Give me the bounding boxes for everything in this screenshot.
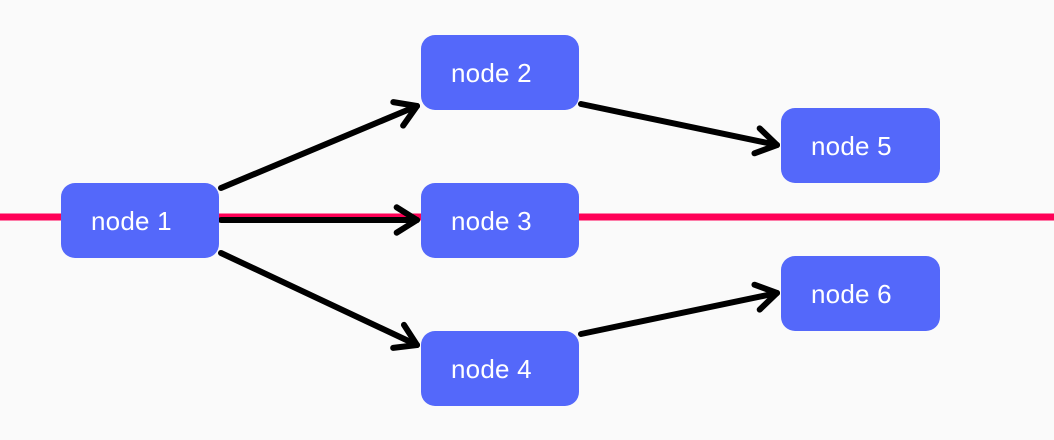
edge-shaft	[578, 290, 780, 337]
node-label: node 3	[451, 205, 532, 236]
arrowhead-icon	[756, 125, 780, 148]
node-label: node 6	[811, 278, 892, 309]
arrowhead-icon	[751, 142, 780, 157]
arrowhead-icon	[390, 342, 420, 351]
graph-node-node1[interactable]: node 1	[61, 183, 219, 258]
graph-node-node5[interactable]: node 5	[781, 108, 940, 183]
graph-node-node2[interactable]: node 2	[421, 35, 579, 110]
graph-node-node6[interactable]: node 6	[781, 256, 940, 331]
graph-node-node4[interactable]: node 4	[421, 331, 579, 406]
edge-node1-to-node4[interactable]	[218, 250, 420, 351]
edge-shaft	[218, 250, 420, 348]
arrowhead-icon	[400, 103, 420, 129]
node-label: node 1	[91, 205, 172, 236]
edge-shaft	[578, 101, 780, 148]
edge-node2-to-node5[interactable]	[578, 101, 780, 157]
edge-node4-to-node6[interactable]	[578, 281, 780, 337]
arrowhead-icon	[751, 281, 780, 296]
arrowhead-icon	[756, 290, 780, 313]
graph-node-node3[interactable]: node 3	[421, 183, 579, 258]
edge-shaft	[218, 103, 420, 191]
node-label: node 4	[451, 353, 532, 384]
node-label: node 2	[451, 57, 532, 88]
edge-node1-to-node3[interactable]	[218, 204, 420, 236]
arrowhead-icon	[390, 99, 420, 109]
arrowhead-icon	[400, 321, 420, 348]
arrowhead-icon	[393, 204, 420, 223]
node-label: node 5	[811, 130, 892, 161]
arrowhead-icon	[393, 217, 420, 236]
edge-node1-to-node2[interactable]	[218, 99, 420, 191]
